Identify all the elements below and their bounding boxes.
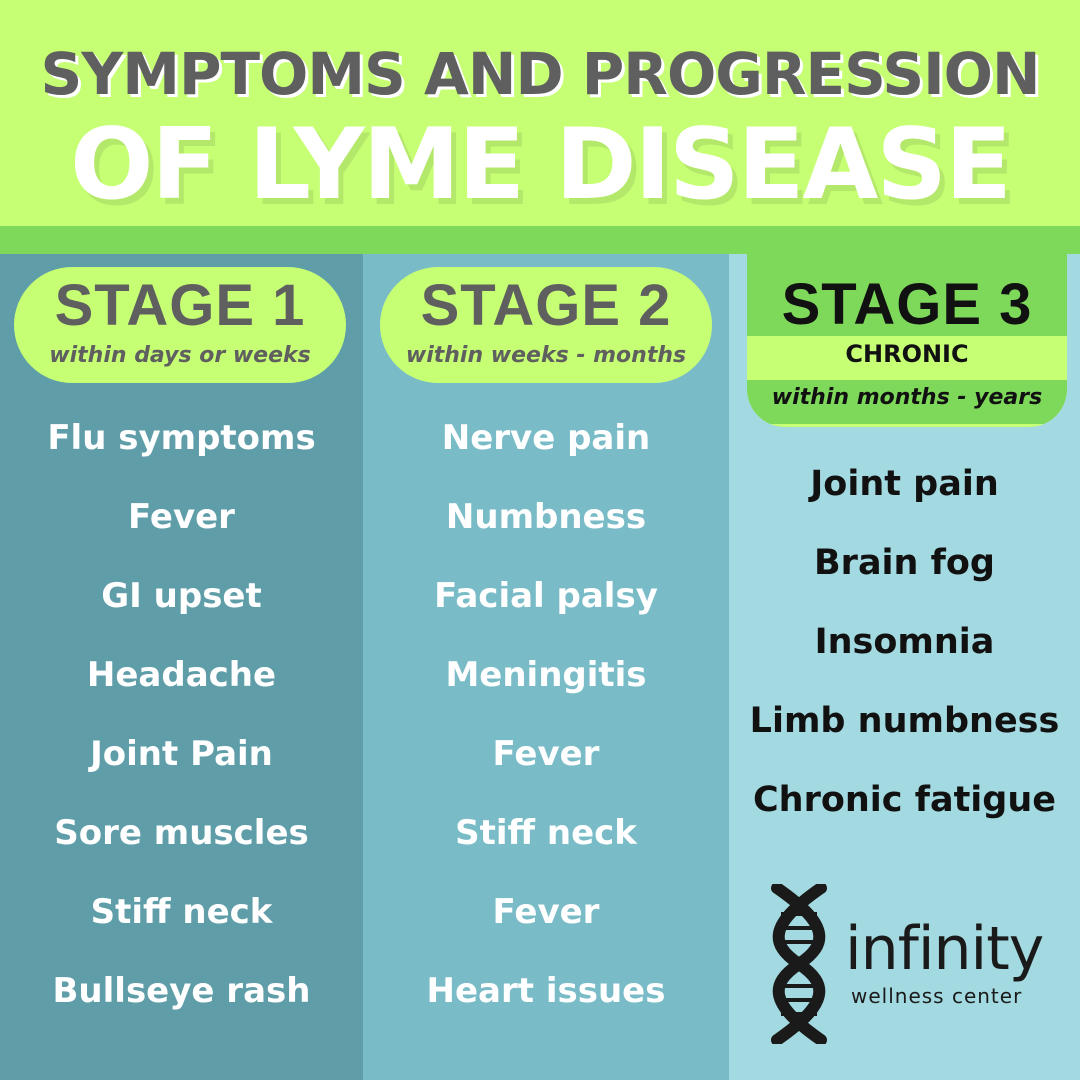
stage-3-label: CHRONIC xyxy=(845,340,969,368)
stage-2-column: STAGE 2 within weeks - months Nerve pain… xyxy=(363,254,729,1080)
header-banner: SYMPTOMS AND PROGRESSION OF LYME DISEASE xyxy=(0,0,1080,226)
stage-1-subtitle: within days or weeks xyxy=(49,343,311,368)
stage-1-header: STAGE 1 within days or weeks xyxy=(14,267,346,383)
symptom-item: Flu symptoms xyxy=(47,418,316,458)
symptom-item: Stiff neck xyxy=(90,892,273,932)
symptom-item: Chronic fatigue xyxy=(752,780,1057,820)
stage-3-column: STAGE 3 CHRONIC within months - years Jo… xyxy=(729,254,1080,1080)
stage-2-header: STAGE 2 within weeks - months xyxy=(380,267,712,383)
stage-3-header: STAGE 3 CHRONIC within months - years xyxy=(747,254,1067,427)
stage-3-title-band xyxy=(747,254,1067,336)
symptom-item: Brain fog xyxy=(814,543,995,583)
logo-name: infinity xyxy=(845,914,1044,984)
stage-1-column: STAGE 1 within days or weeks Flu symptom… xyxy=(0,254,363,1080)
stage-3-subtitle: within months - years xyxy=(747,380,1067,424)
symptom-item: Insomnia xyxy=(814,622,995,662)
symptom-item: Fever xyxy=(128,497,235,537)
stage-2-subtitle: within weeks - months xyxy=(405,343,687,368)
brand-logo: infinity wellness center xyxy=(759,884,1059,1044)
symptom-item: Heart issues xyxy=(426,971,666,1011)
symptom-item: Nerve pain xyxy=(441,418,651,458)
symptom-item: Numbness xyxy=(445,497,647,537)
symptom-item: Bullseye rash xyxy=(52,971,311,1011)
stage-3-title: STAGE 3 xyxy=(781,272,1033,337)
stage-1-title: STAGE 1 xyxy=(54,273,306,338)
stage-3-symptom-list: Joint pain Brain fog Insomnia Limb numbn… xyxy=(729,462,1080,857)
title-line-2: OF LYME DISEASE xyxy=(70,108,1012,222)
header-divider xyxy=(0,226,1080,254)
symptom-item: Sore muscles xyxy=(54,813,309,853)
symptom-item: Meningitis xyxy=(445,655,647,695)
symptom-item: Fever xyxy=(492,892,600,932)
title-line-1: SYMPTOMS AND PROGRESSION xyxy=(40,40,1040,108)
symptom-item: Joint pain xyxy=(810,464,999,504)
stage-2-title: STAGE 2 xyxy=(420,273,672,338)
symptom-item: Fever xyxy=(492,734,600,774)
symptom-item: Facial palsy xyxy=(434,576,658,616)
symptom-item: Limb numbness xyxy=(749,701,1060,741)
logo-tagline: wellness center xyxy=(851,984,1023,1008)
symptom-item: GI upset xyxy=(101,576,262,616)
dna-icon xyxy=(771,884,827,1044)
symptom-item: Stiff neck xyxy=(455,813,637,853)
symptom-item: Joint Pain xyxy=(90,734,273,774)
stage-2-symptom-list: Nerve pain Numbness Facial palsy Meningi… xyxy=(363,416,729,1048)
symptom-item: Headache xyxy=(86,655,277,695)
stage-1-symptom-list: Flu symptoms Fever GI upset Headache Joi… xyxy=(0,416,363,1048)
